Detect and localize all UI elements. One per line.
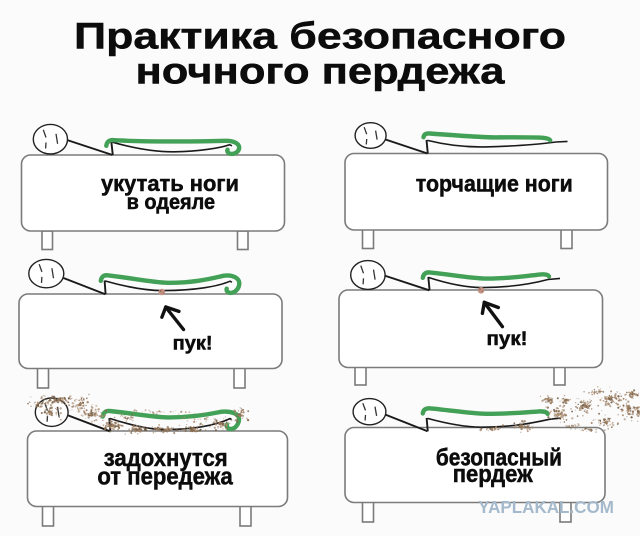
svg-text:в одеяле: в одеяле	[127, 191, 216, 214]
svg-text:торчащие ноги: торчащие ноги	[416, 171, 573, 197]
svg-text:YAPLAKAL.COM: YAPLAKAL.COM	[478, 497, 614, 517]
svg-text:задохнутся: задохнутся	[104, 445, 228, 472]
svg-text:пердеж: пердеж	[453, 461, 534, 488]
svg-text:ночного пердежа: ночного пердежа	[136, 50, 505, 91]
svg-text:Практика безопасного: Практика безопасного	[74, 16, 566, 57]
svg-text:пук!: пук!	[487, 329, 528, 350]
svg-text:укутать ноги: укутать ноги	[101, 171, 239, 196]
svg-text:пук!: пук!	[173, 334, 213, 355]
svg-text:от передежа: от передежа	[97, 463, 233, 490]
svg-text:безопасный: безопасный	[436, 444, 562, 471]
